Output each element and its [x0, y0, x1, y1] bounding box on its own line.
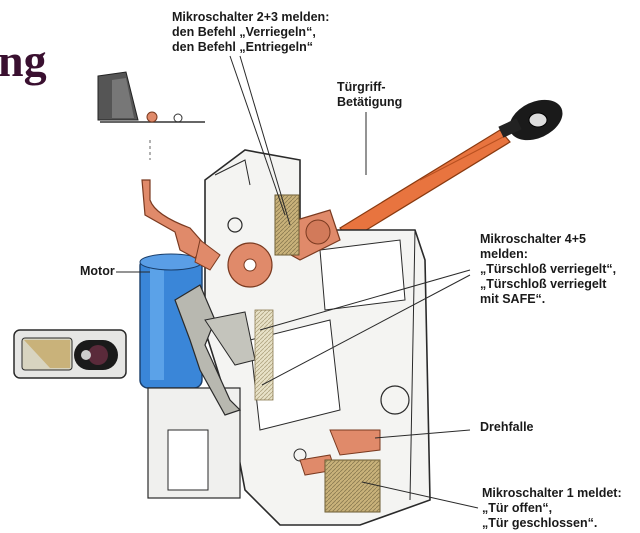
- linkage-detail: [97, 71, 205, 160]
- microswitch-2-3: [274, 194, 300, 256]
- label-microswitch-2-3: Mikroschalter 2+3 melden: den Befehl „Ve…: [172, 10, 330, 54]
- key-head: [498, 99, 563, 141]
- label-door-handle-actuation: Türgriff- Betätigung: [337, 80, 403, 109]
- title-fragment: ng: [0, 35, 47, 86]
- leader-lines: [116, 55, 479, 509]
- door-handle-inset: [13, 329, 127, 379]
- label-rotary-latch: Drehfalle: [480, 420, 534, 434]
- microswitch-4-5: [254, 309, 274, 401]
- label-microswitch-1: Mikroschalter 1 meldet: „Tür offen“, „Tü…: [482, 486, 622, 530]
- gray-lever: [174, 284, 256, 416]
- label-motor: Motor: [80, 264, 115, 278]
- microswitch-1: [324, 459, 381, 513]
- label-microswitch-4-5: Mikroschalter 4+5 melden: „Türschloß ver…: [480, 232, 617, 306]
